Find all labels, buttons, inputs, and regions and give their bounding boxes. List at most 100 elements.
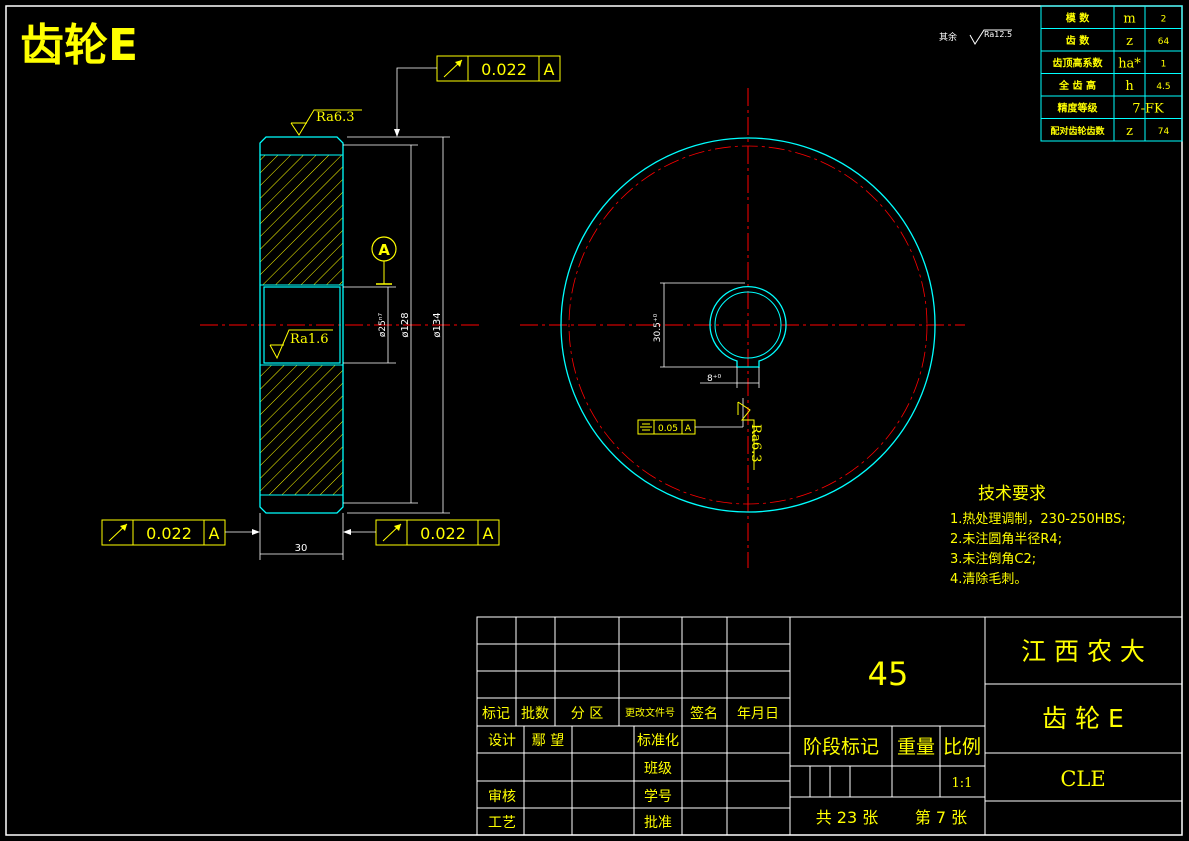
tolerance-value: 0.022 xyxy=(146,524,192,543)
param-name: 模 数 xyxy=(1066,11,1090,24)
scale-label: 比例 xyxy=(943,736,981,758)
runout-frame-top: 0.022 A xyxy=(394,55,561,137)
part-name: 齿 轮 E xyxy=(1042,704,1124,733)
runout-frame-left: 0.022 A xyxy=(101,519,260,546)
roughness-symbol xyxy=(969,29,1012,45)
tolerance-value: 0.05 xyxy=(658,424,678,434)
student-no-label: 学号 xyxy=(644,789,672,805)
section-view: Ra6.3 Ra1.6 A ø25ⁿ⁷ ø128 xyxy=(101,55,561,560)
roughness-bore-value: Ra1.6 xyxy=(290,332,329,347)
param-value: 1 xyxy=(1161,59,1167,69)
hatch-upper xyxy=(260,155,343,285)
sheet-number: 第 7 张 xyxy=(915,808,967,827)
process-label: 工艺 xyxy=(488,815,516,831)
standard-label: 标准化 xyxy=(637,733,679,749)
param-name: 齿 数 xyxy=(1066,34,1090,47)
tech-req-item: 2.未注圆角半径R4; xyxy=(950,532,1062,547)
dim-width-text: 30 xyxy=(295,543,308,554)
dim-width: 30 xyxy=(259,513,344,560)
param-name: 齿顶高系数 xyxy=(1053,56,1104,69)
runout-arrow-icon xyxy=(455,60,462,67)
dim-keyway-depth-text: 30.5⁺⁰ xyxy=(653,313,663,342)
param-value: 7-FK xyxy=(1132,101,1164,116)
tolerance-datum: A xyxy=(209,524,220,543)
total-sheets: 共 23 张 xyxy=(816,808,879,827)
dim-root-diameter: ø128 xyxy=(343,144,418,504)
param-value: 4.5 xyxy=(1156,82,1170,92)
param-symbol: z xyxy=(1126,124,1133,139)
leader-arrow xyxy=(252,529,260,535)
dim-keyway-depth: 30.5⁺⁰ xyxy=(653,282,745,368)
roughness-keyway: Ra6.3 xyxy=(737,401,763,470)
school-name: 江 西 农 大 xyxy=(1021,637,1145,666)
roughness-top-face-value: Ra6.3 xyxy=(316,110,355,125)
design-label: 设计 xyxy=(488,733,516,749)
bore-outline xyxy=(263,286,341,364)
tolerance-datum: A xyxy=(685,424,692,434)
review-label: 审核 xyxy=(488,789,516,805)
param-symbol: z xyxy=(1126,34,1133,49)
roughness-keyway-value: Ra6.3 xyxy=(748,424,763,463)
tolerance-value: 0.022 xyxy=(481,60,527,79)
param-name: 全 齿 高 xyxy=(1058,79,1096,92)
tech-req-heading: 技术要求 xyxy=(978,484,1046,504)
param-symbol: m xyxy=(1123,11,1135,26)
frame-box xyxy=(375,519,500,546)
roughness-symbol xyxy=(269,329,333,360)
general-roughness-note: 其余 Ra12.5 xyxy=(939,29,1012,45)
frame-box xyxy=(436,55,561,82)
dim-outer-diameter: ø134 xyxy=(347,136,450,514)
param-name: 配对齿轮齿数 xyxy=(1050,125,1105,137)
weight-label: 重量 xyxy=(897,736,935,758)
material-value: 45 xyxy=(868,655,909,693)
roughness-symbol xyxy=(737,401,755,470)
class-label: 班级 xyxy=(644,761,672,777)
leader-arrow xyxy=(394,129,400,137)
general-roughness-label: 其余 xyxy=(939,31,957,43)
param-symbol: ha* xyxy=(1118,56,1141,71)
technical-requirements: 技术要求 1.热处理调制，230-250HBS; 2.未注圆角半径R4; 3.未… xyxy=(950,484,1126,587)
runout-frame-right: 0.022 A xyxy=(343,519,500,546)
dim-key-width-text: 8⁺⁰ xyxy=(707,374,721,384)
general-roughness-value: Ra12.5 xyxy=(984,30,1012,39)
dim-root-text: ø128 xyxy=(400,312,411,337)
tolerance-value: 0.022 xyxy=(420,524,466,543)
outer-circle xyxy=(560,137,936,513)
header-cell: 年月日 xyxy=(737,706,779,722)
hatch-lower xyxy=(260,365,343,495)
dim-outer-text: ø134 xyxy=(432,312,443,337)
roughness-bore: Ra1.6 xyxy=(269,329,333,360)
tolerance-datum: A xyxy=(544,60,555,79)
runout-arrow-icon xyxy=(394,524,401,531)
drawing-title: 齿轮E xyxy=(20,20,138,71)
param-value: 64 xyxy=(1158,37,1170,47)
bore-chamfer-circle xyxy=(714,291,782,359)
bore-keyway-outline xyxy=(709,286,787,368)
frame-box xyxy=(101,519,226,546)
symmetry-frame: 0.05 A xyxy=(637,398,744,435)
roughness-top-face: Ra6.3 xyxy=(290,109,362,136)
tech-req-item: 4.清除毛刺。 xyxy=(950,572,1027,587)
title-block: 标记 批数 分 区 更改文件号 签名 年月日 设计 鄢 望 标准化 班级 审核 … xyxy=(476,616,1183,836)
tech-req-item: 3.未注倒角C2; xyxy=(950,552,1036,567)
datum-letter: A xyxy=(378,241,390,259)
header-cell: 签名 xyxy=(690,705,718,722)
param-value: 74 xyxy=(1158,127,1170,137)
dim-key-width: 8⁺⁰ xyxy=(700,367,760,388)
header-cell: 更改文件号 xyxy=(625,706,675,719)
dim-bore-diameter: ø25ⁿ⁷ xyxy=(343,286,396,364)
drawing-code: CLE xyxy=(1060,767,1105,791)
approve-label: 批准 xyxy=(644,815,672,831)
scale-value: 1:1 xyxy=(952,776,973,791)
header-cell: 标记 xyxy=(482,706,510,722)
pitch-circle xyxy=(568,145,928,505)
datum-a-marker: A xyxy=(371,236,397,285)
front-view: 30.5⁺⁰ 8⁺⁰ 0.05 A Ra6.3 xyxy=(520,88,965,568)
leader-line xyxy=(396,67,437,134)
param-symbol: h xyxy=(1125,79,1134,94)
stage-label: 阶段标记 xyxy=(803,736,879,758)
designer-name: 鄢 望 xyxy=(532,733,564,749)
tech-req-item: 1.热处理调制，230-250HBS; xyxy=(950,512,1126,527)
